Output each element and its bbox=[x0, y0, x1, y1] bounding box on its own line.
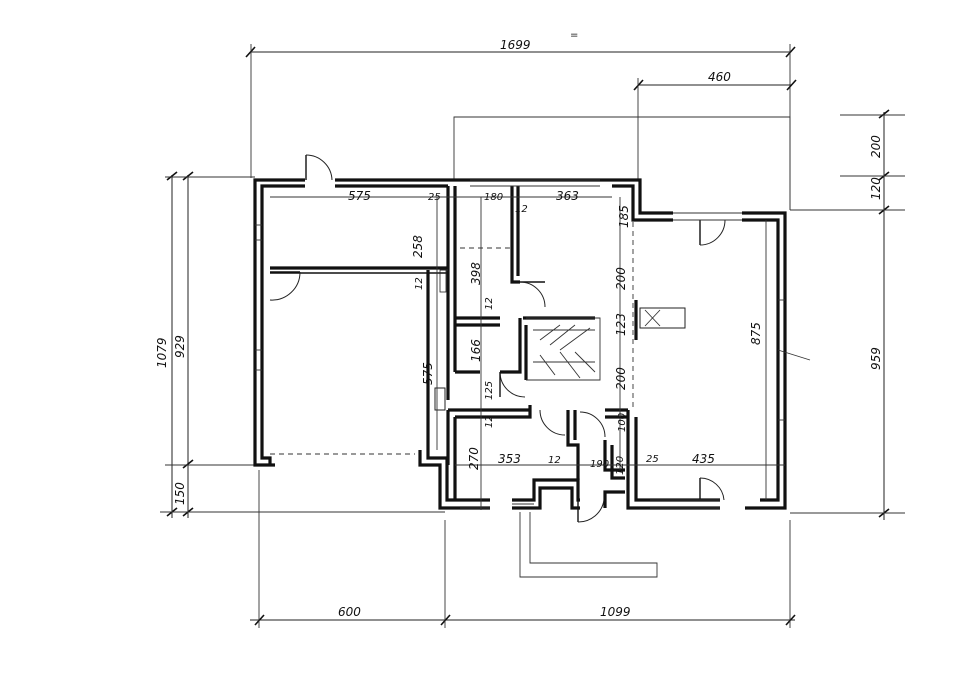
label-wall-100: 100 bbox=[617, 413, 628, 432]
label-wall-12-bottom: 12 bbox=[548, 455, 561, 466]
label-room-353: 353 bbox=[498, 452, 521, 466]
doors bbox=[269, 154, 726, 523]
dim-right-height: 959 bbox=[869, 347, 883, 370]
label-wall-12-left: 12 bbox=[414, 277, 425, 290]
dim-right-top-b: 120 bbox=[869, 177, 883, 200]
label-wall-25-top: 25 bbox=[428, 192, 441, 203]
dim-left-bottom: 600 bbox=[338, 605, 361, 619]
dim-left-inner: 929 bbox=[173, 335, 187, 358]
exterior-walls bbox=[253, 178, 787, 510]
label-wall-12-mid: 12 bbox=[484, 297, 495, 310]
label-garage-depth: 575 bbox=[421, 362, 435, 385]
interior-walls bbox=[270, 186, 686, 500]
label-room-435: 435 bbox=[692, 452, 715, 466]
stair-detail bbox=[533, 324, 596, 379]
dim-left-bottom-seg: 150 bbox=[173, 482, 187, 505]
dim-right-bottom: 1099 bbox=[600, 605, 631, 619]
label-stair-123: 123 bbox=[614, 313, 628, 336]
dim-left-outer: 1079 bbox=[155, 337, 169, 368]
labels: 1699 = 460 600 1099 1079 929 150 959 200… bbox=[155, 30, 883, 619]
label-hall-width: 180 bbox=[484, 192, 503, 203]
dim-right-top-a: 200 bbox=[869, 135, 883, 158]
dashed-lines bbox=[270, 222, 634, 455]
label-stair-398: 398 bbox=[469, 262, 483, 285]
terrace-outline bbox=[453, 116, 791, 578]
label-corridor-258: 258 bbox=[411, 235, 425, 258]
top-mark: = bbox=[570, 30, 578, 41]
label-living-875: 875 bbox=[749, 322, 763, 345]
label-stair-200-a: 200 bbox=[614, 267, 628, 290]
inner-dimension-strokes bbox=[270, 196, 785, 510]
windows bbox=[255, 179, 811, 509]
label-room-270: 270 bbox=[467, 447, 481, 470]
label-kitchen-width: 363 bbox=[556, 189, 579, 203]
label-entry-190: 190 bbox=[590, 459, 609, 470]
dim-overall-width: 1699 bbox=[500, 38, 531, 52]
label-wall-12-top: 12 bbox=[515, 204, 528, 215]
label-living-185: 185 bbox=[617, 205, 631, 228]
label-garage-width: 575 bbox=[348, 189, 371, 203]
dimension-lines bbox=[160, 44, 905, 628]
label-wall-25-bottom: 25 bbox=[646, 454, 659, 465]
label-wc-125: 125 bbox=[484, 381, 495, 400]
label-wall-120: 120 bbox=[615, 456, 626, 475]
label-stair-200-b: 200 bbox=[614, 367, 628, 390]
label-wall-12-low: 12 bbox=[484, 415, 495, 428]
dim-right-offset: 460 bbox=[708, 70, 731, 84]
label-bath-166: 166 bbox=[469, 339, 483, 362]
